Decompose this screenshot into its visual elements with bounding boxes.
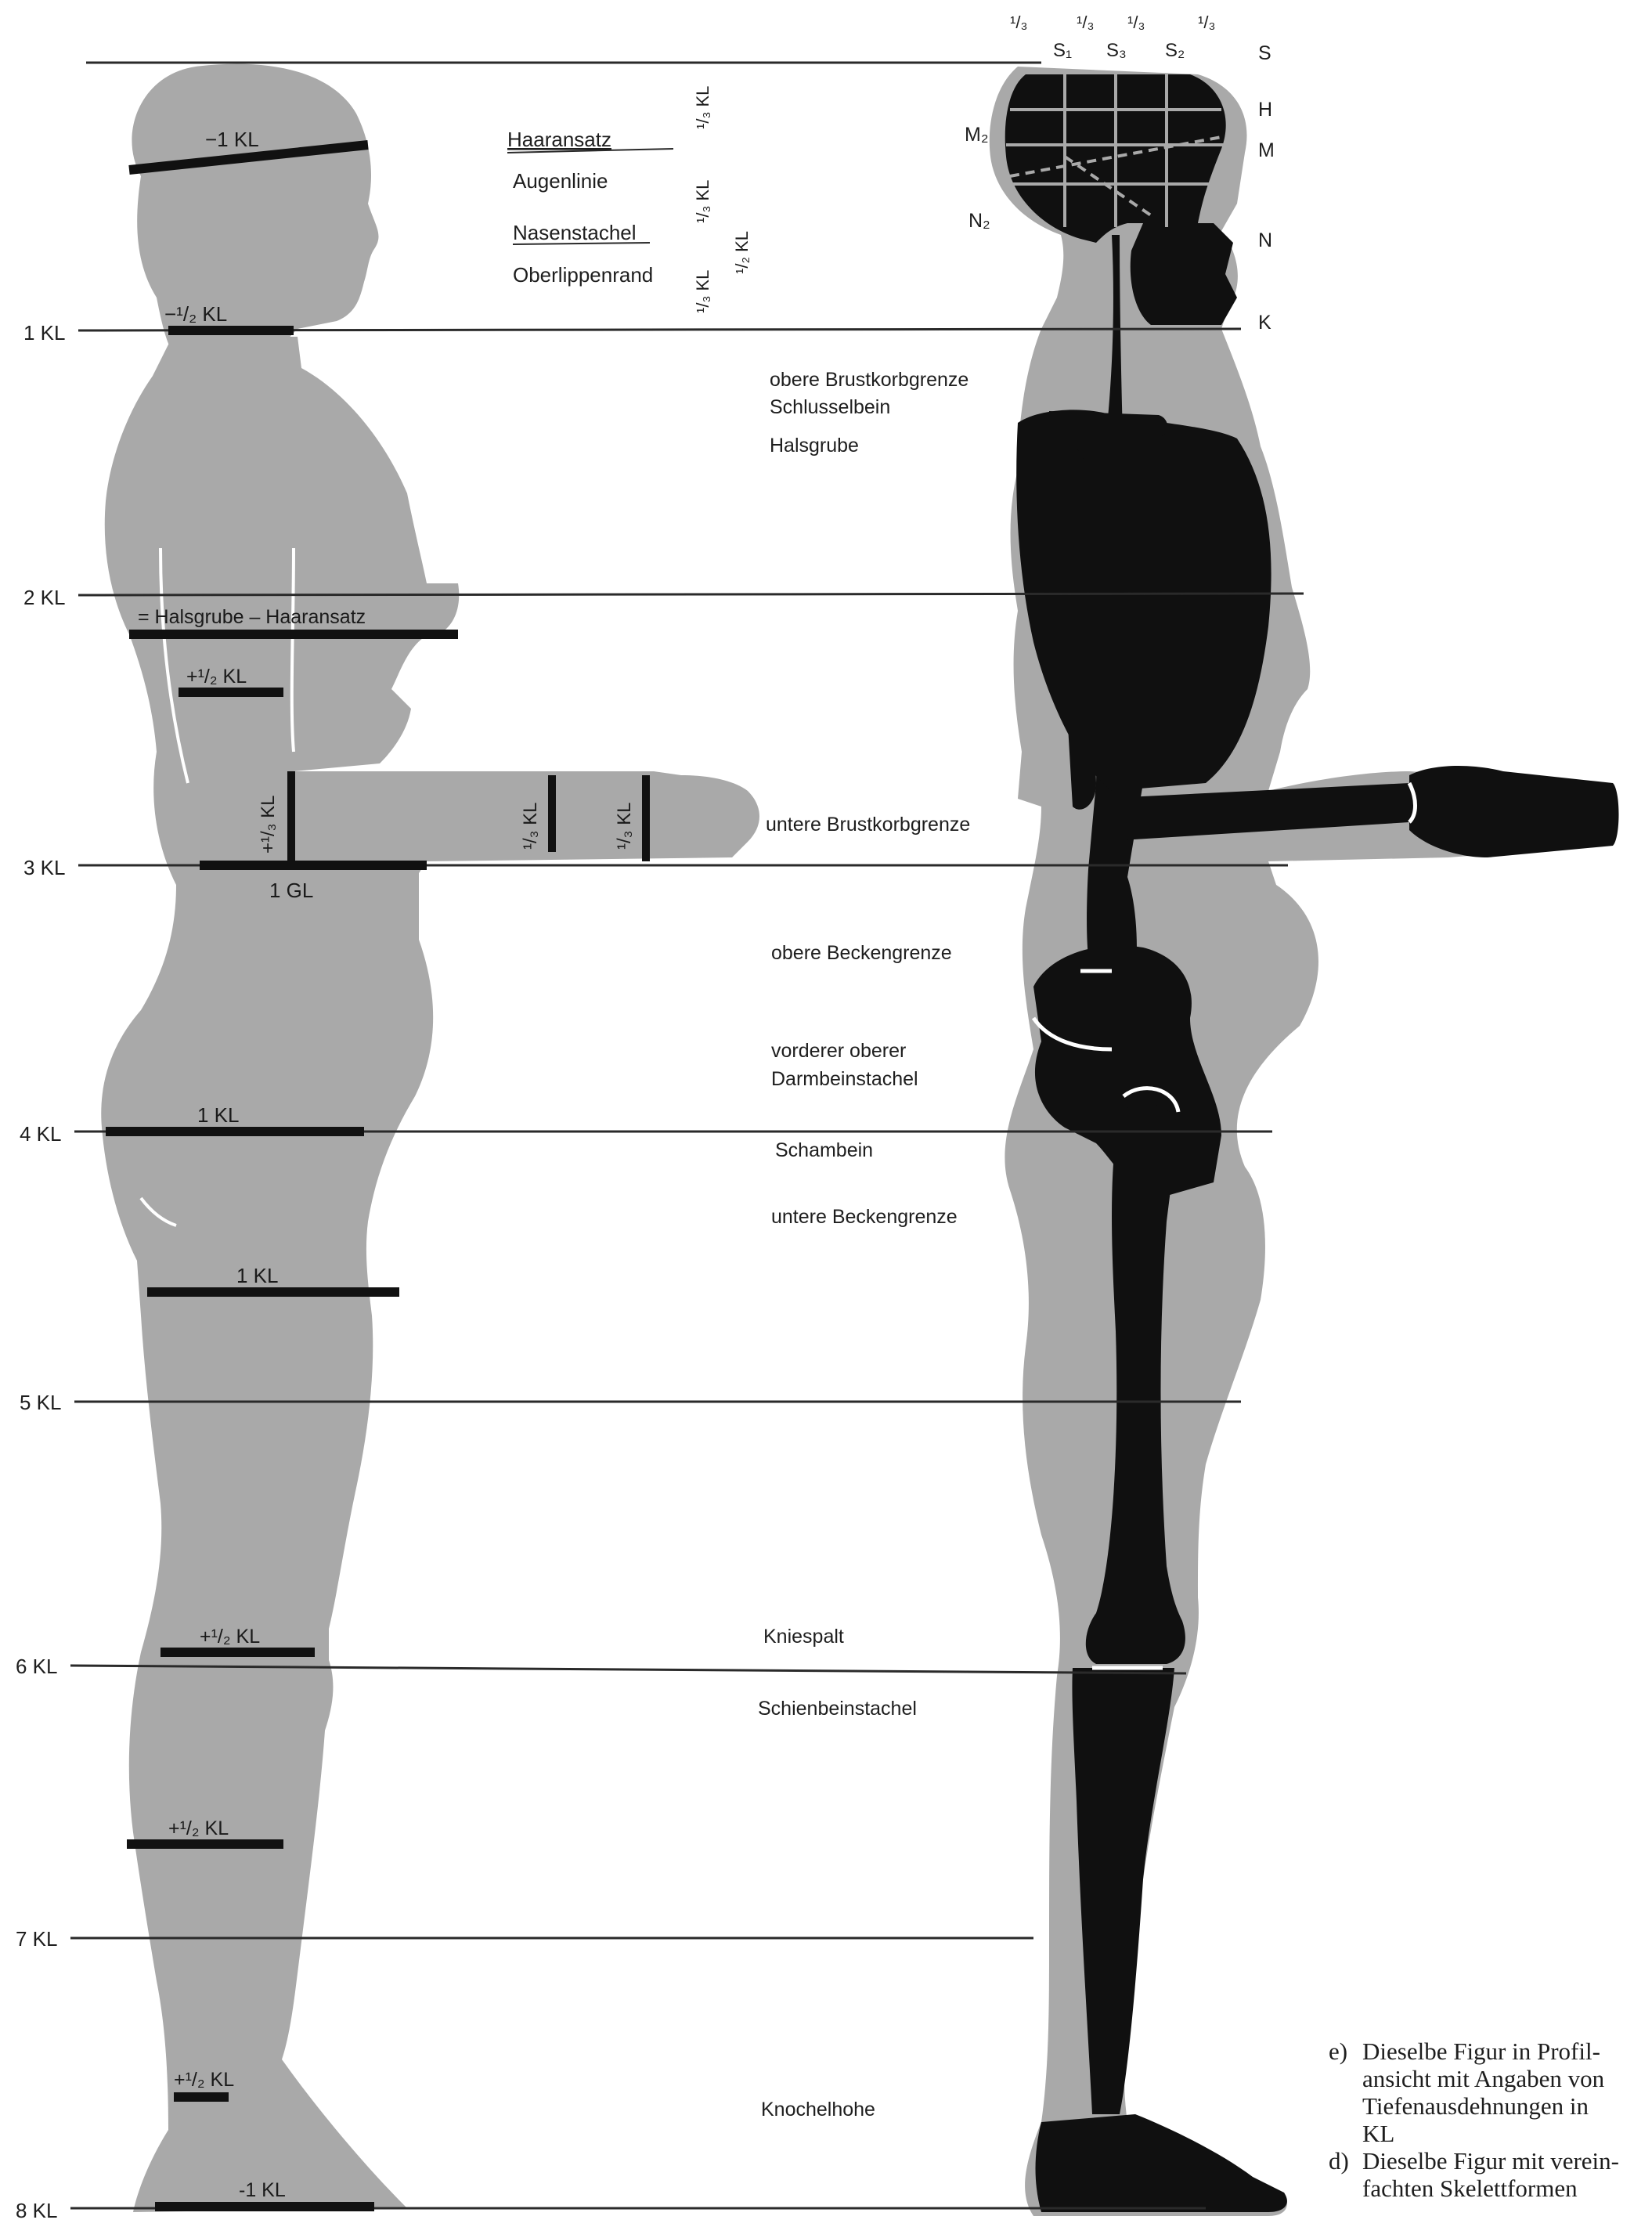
level-label-6: 6 KL bbox=[16, 1655, 58, 1678]
chest-band-label: = Halsgrube – Haaransatz bbox=[138, 606, 366, 628]
left-profile-figure bbox=[101, 64, 759, 2212]
waist-band-label: +¹/₂ KL bbox=[186, 666, 247, 688]
label-untere-brustkorbgrenze: untere Brustkorbgrenze bbox=[766, 814, 970, 836]
head-third-2: ¹/₃ bbox=[1077, 13, 1094, 32]
caption: e) Dieselbe Figur in Profil- ansicht mit… bbox=[1329, 2038, 1619, 2202]
label-schlusselbein: Schlusselbein bbox=[770, 396, 890, 418]
hip-band-label: 1 KL bbox=[197, 1103, 240, 1127]
head-s2: S₂ bbox=[1165, 40, 1185, 61]
arm-wrist-label: ¹/₃ KL bbox=[520, 803, 541, 850]
jaw bbox=[1131, 223, 1237, 325]
head-letter-n: N bbox=[1258, 229, 1272, 251]
caption-e-marker: e) bbox=[1329, 2038, 1347, 2065]
head-third-3: ¹/₃ bbox=[1127, 13, 1145, 32]
label-kniespalt: Kniespalt bbox=[763, 1626, 844, 1648]
clavicle bbox=[1049, 411, 1167, 437]
hand-bones bbox=[1409, 766, 1619, 857]
caption-d-line-1: Dieselbe Figur mit verein- bbox=[1362, 2147, 1619, 2175]
knee-band-label: +¹/₂ KL bbox=[200, 1626, 260, 1648]
face-half: ¹/₂ KL bbox=[732, 231, 752, 274]
head-m2: M₂ bbox=[965, 124, 989, 146]
arm-hand-label: ¹/₃ KL bbox=[614, 803, 635, 850]
label-knochelhohe: Knochelhohe bbox=[761, 2099, 875, 2121]
head-s1: S₁ bbox=[1053, 40, 1072, 61]
level-labels: 1 KL 2 KL 3 KL 4 KL 5 KL 6 KL 7 KL 8 KL bbox=[16, 321, 66, 2222]
right-skeleton-figure bbox=[990, 67, 1619, 2216]
face-third-mid: ¹/₃ KL bbox=[693, 180, 712, 223]
label-schambein: Schambein bbox=[775, 1139, 873, 1161]
face-fractions: ¹/₃ KL ¹/₃ KL ¹/₃ KL ¹/₂ KL bbox=[693, 86, 752, 313]
head-band-label: −1 KL bbox=[205, 128, 259, 151]
face-third-top: ¹/₃ KL bbox=[693, 86, 712, 129]
neck-band-label: −¹/₂ KL bbox=[164, 302, 227, 326]
caption-d-marker: d) bbox=[1329, 2147, 1349, 2175]
level-label-7: 7 KL bbox=[16, 1927, 58, 1951]
label-obere-beckengrenze: obere Beckengrenze bbox=[771, 942, 952, 964]
head-letter-k: K bbox=[1258, 312, 1271, 334]
head-third-4: ¹/₃ bbox=[1198, 13, 1215, 32]
caption-e-line-1: Dieselbe Figur in Profil- bbox=[1362, 2038, 1600, 2065]
level-label-5: 5 KL bbox=[20, 1391, 62, 1414]
caption-e-line-4: KL bbox=[1362, 2120, 1394, 2147]
calf-band-label: +¹/₂ KL bbox=[168, 1817, 229, 1839]
level-label-2: 2 KL bbox=[23, 586, 66, 609]
label-untere-beckengrenze: untere Beckengrenze bbox=[771, 1206, 958, 1228]
foot-band-label: -1 KL bbox=[239, 2179, 286, 2201]
gl-label: 1 GL bbox=[269, 879, 313, 902]
face-label-nasenstachel: Nasenstachel bbox=[513, 221, 637, 244]
label-obere-brustkorbgrenze: obere Brustkorbgrenze bbox=[770, 369, 968, 391]
ankle-band-label: +¹/₂ KL bbox=[174, 2069, 234, 2091]
head-letter-m: M bbox=[1258, 139, 1275, 161]
level-label-3: 3 KL bbox=[23, 856, 66, 879]
caption-e-line-2: ansicht mit Angaben von bbox=[1362, 2065, 1605, 2092]
foot-bones bbox=[1036, 2114, 1287, 2212]
label-darmbeinstachel: Darmbeinstachel bbox=[771, 1068, 918, 1090]
head-s3: S₃ bbox=[1106, 40, 1127, 61]
face-third-low: ¹/₃ KL bbox=[693, 270, 712, 313]
level-label-4: 4 KL bbox=[20, 1122, 62, 1146]
label-schienbeinstachel: Schienbeinstachel bbox=[758, 1698, 917, 1720]
arm-upper-label: +¹/₃ KL bbox=[258, 796, 279, 854]
label-vorderer-oberer: vorderer oberer bbox=[771, 1040, 906, 1062]
caption-d-line-2: fachten Skelettformen bbox=[1362, 2175, 1578, 2202]
head-third-1: ¹/₃ bbox=[1010, 13, 1027, 32]
face-label-oberlippenrand: Oberlippenrand bbox=[513, 263, 653, 287]
caption-e-line-3: Tiefenausdehnungen in bbox=[1362, 2092, 1589, 2120]
head-letter-h: H bbox=[1258, 99, 1272, 121]
face-label-augenlinie: Augenlinie bbox=[513, 169, 608, 193]
anatomy-labels: obere Brustkorbgrenze Schlusselbein Hals… bbox=[758, 369, 970, 2121]
level-label-8: 8 KL bbox=[16, 2199, 58, 2222]
face-label-haaransatz: Haaransatz bbox=[507, 128, 611, 151]
thigh-band-label: 1 KL bbox=[236, 1264, 279, 1287]
head-letter-s: S bbox=[1258, 42, 1271, 64]
label-halsgrube: Halsgrube bbox=[770, 435, 859, 457]
head-n2: N₂ bbox=[968, 210, 990, 232]
level-label-1: 1 KL bbox=[23, 321, 66, 345]
